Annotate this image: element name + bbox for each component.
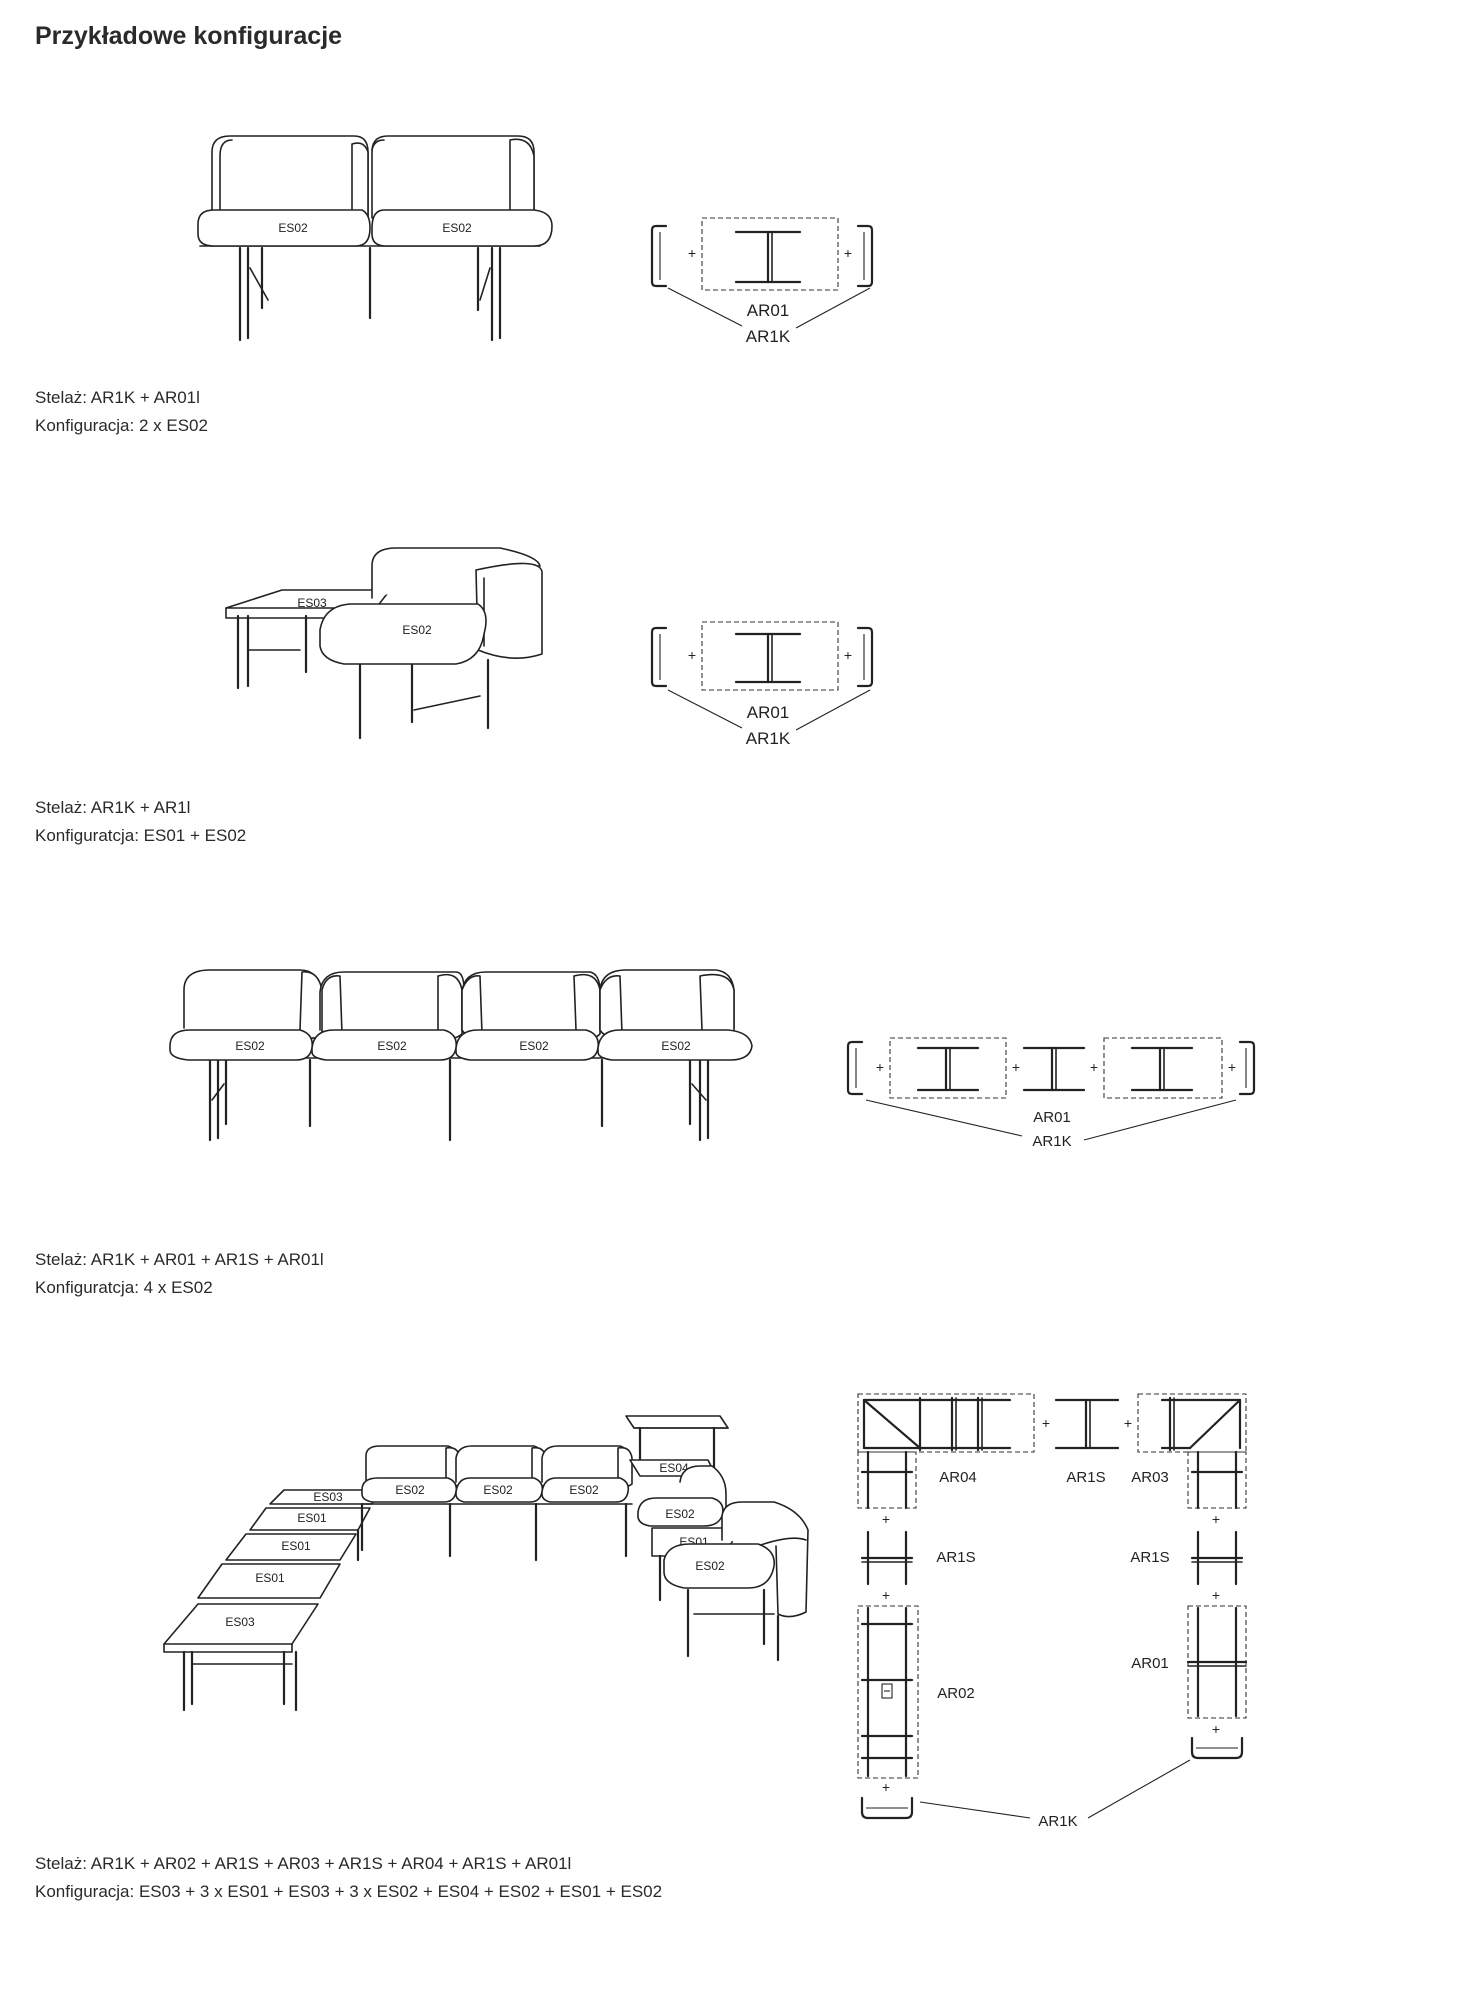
config-3-plan-label: AR1K: [1032, 1133, 1071, 1150]
config-4-seat-label: ES03: [313, 1490, 343, 1504]
plus-sign: +: [1090, 1059, 1098, 1075]
plus-sign: +: [1124, 1415, 1132, 1431]
plus-sign: +: [1012, 1059, 1020, 1075]
config-2-plan-label: AR1K: [746, 729, 791, 748]
config-4-config-text: Konfiguracja: ES03 + 3 x ES01 + ES03 + 3…: [35, 1882, 663, 1901]
config-3-caption: Stelaż: AR1K + AR01 + AR1S + AR01l Konfi…: [35, 1246, 324, 1302]
config-4-seat-label: ES02: [695, 1559, 725, 1573]
config-3-config-text: Konfiguratcja: 4 x ES02: [35, 1278, 213, 1297]
config-2-seat-label: ES02: [402, 623, 432, 637]
config-1-seat-label: ES02: [278, 221, 308, 235]
plus-sign: +: [1212, 1511, 1220, 1527]
config-4-plan-label: AR1S: [1066, 1469, 1105, 1486]
config-2-frame-text: Stelaż: AR1K + AR1l: [35, 798, 191, 817]
config-4-seat-label: ES04: [659, 1461, 689, 1475]
config-4-plan-label: AR1K: [1038, 1813, 1077, 1830]
config-4-frame-plan: + + AR04 AR1S AR03 + AR1S +: [857, 1393, 1248, 1830]
plus-sign: +: [882, 1779, 890, 1795]
config-3-frame-text: Stelaż: AR1K + AR01 + AR1S + AR01l: [35, 1250, 324, 1269]
plus-sign: +: [882, 1587, 890, 1603]
config-3-seat-label: ES02: [377, 1039, 407, 1053]
plus-sign: +: [844, 647, 852, 663]
config-4-seat-label: ES01: [281, 1539, 311, 1553]
config-3-frame-plan: + + + + AR01 AR1K: [846, 1037, 1256, 1150]
config-4-plan-label: AR1S: [936, 1549, 975, 1566]
config-3-seat-label: ES02: [235, 1039, 265, 1053]
config-4-plan-label: AR04: [939, 1469, 977, 1486]
plus-sign: +: [1212, 1587, 1220, 1603]
config-3-seat-label: ES02: [519, 1039, 549, 1053]
config-4-plan-label: AR03: [1131, 1469, 1169, 1486]
config-2-seat-label: ES03: [297, 596, 327, 610]
config-4-sofa-drawing: ES03 ES01 ES01 ES01 ES03 ES02 ES02 ES02 …: [163, 1415, 809, 1712]
plus-sign: +: [1228, 1059, 1236, 1075]
config-3-plan-label: AR01: [1033, 1109, 1071, 1126]
config-1-sofa-drawing: ES02 ES02: [197, 135, 553, 342]
config-4-caption: Stelaż: AR1K + AR02 + AR1S + AR03 + AR1S…: [35, 1850, 662, 1906]
config-1-frame-plan: + + AR01 AR1K: [650, 217, 874, 346]
config-1-plan-label: AR1K: [746, 327, 791, 346]
config-2-sofa-drawing: ES03 ES02: [225, 547, 543, 740]
config-2-plan-label: AR01: [747, 703, 790, 722]
config-4-plan-label: AR01: [1131, 1655, 1169, 1672]
config-1-config-text: Konfiguracja: 2 x ES02: [35, 416, 208, 435]
plus-sign: +: [688, 647, 696, 663]
config-4-plan-label: AR1S: [1130, 1549, 1169, 1566]
config-3-seat-label: ES02: [661, 1039, 691, 1053]
plus-sign: +: [876, 1059, 884, 1075]
config-4-seat-label: ES03: [225, 1615, 255, 1629]
config-2-frame-plan: + + AR01 AR1K: [650, 621, 874, 748]
plus-sign: +: [844, 245, 852, 261]
config-2-config-text: Konfiguratcja: ES01 + ES02: [35, 826, 247, 845]
config-4-seat-label: ES02: [665, 1507, 695, 1521]
config-4-plan-label: AR02: [937, 1685, 975, 1702]
plus-sign: +: [688, 245, 696, 261]
config-2-caption: Stelaż: AR1K + AR1l Konfiguratcja: ES01 …: [35, 794, 246, 850]
config-1-caption: Stelaż: AR1K + AR01l Konfiguracja: 2 x E…: [35, 384, 208, 440]
config-4-seat-label: ES01: [255, 1571, 285, 1585]
config-4-frame-text: Stelaż: AR1K + AR02 + AR1S + AR03 + AR1S…: [35, 1854, 572, 1873]
page-title: Przykładowe konfiguracje: [35, 22, 343, 50]
config-1-plan-label: AR01: [747, 301, 790, 320]
config-3-sofa-drawing: ES02 ES02 ES02 ES02: [169, 969, 753, 1142]
config-4-seat-label: ES02: [483, 1483, 513, 1497]
plus-sign: +: [1212, 1721, 1220, 1737]
config-4-seat-label: ES01: [297, 1511, 327, 1525]
config-4-seat-label: ES02: [569, 1483, 599, 1497]
config-1-seat-label: ES02: [442, 221, 472, 235]
plus-sign: +: [1042, 1415, 1050, 1431]
plus-sign: +: [882, 1511, 890, 1527]
config-4-seat-label: ES02: [395, 1483, 425, 1497]
config-1-frame-text: Stelaż: AR1K + AR01l: [35, 388, 200, 407]
